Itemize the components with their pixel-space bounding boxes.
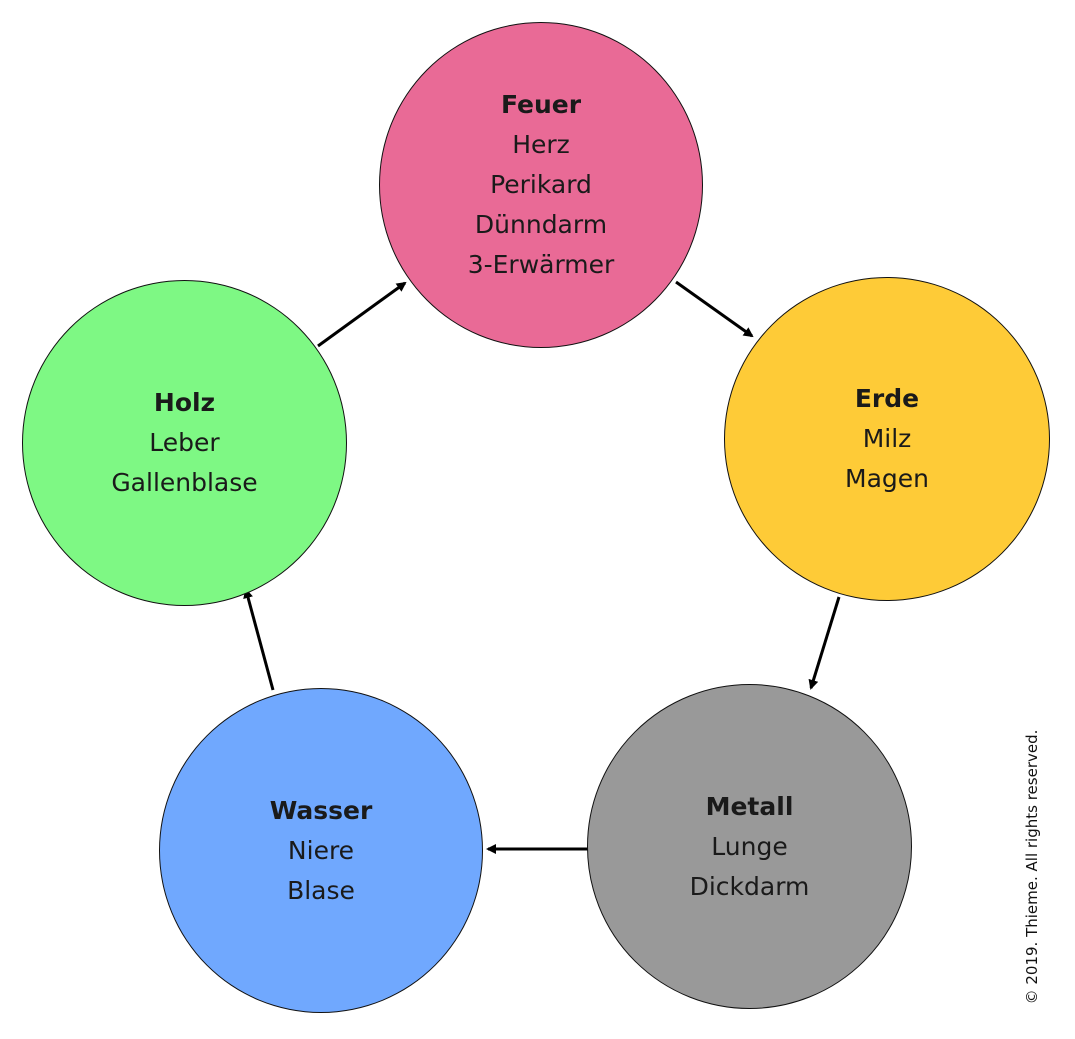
organ-label: Leber [149, 428, 220, 457]
element-circle-erde: Erde Milz Magen [724, 277, 1050, 601]
element-circle-metall: Metall Lunge Dickdarm [587, 684, 912, 1009]
organ-label: Dickdarm [689, 871, 810, 901]
arrow-wasser-to-holz [243, 588, 275, 691]
element-circle-holz: Holz Leber Gallenblase [22, 280, 347, 606]
element-circle-wasser: Wasser Niere Blase [159, 688, 483, 1013]
organ-label: Milz [862, 424, 912, 453]
organ-label: Niere [287, 835, 355, 865]
organ-label: Herz [512, 130, 570, 159]
element-title-erde: Erde [854, 384, 920, 413]
organ-label: Gallenblase [111, 468, 258, 497]
copyright-notice: © 2019. Thieme. All rights reserved. [1023, 729, 1041, 1005]
element-circle-feuer: Feuer Herz Perikard Dünndarm 3-Erwärmer [379, 22, 703, 348]
organ-label: Lunge [711, 831, 788, 861]
element-title-holz: Holz [153, 388, 216, 417]
arrow-holz-to-feuer [317, 281, 407, 348]
organ-label: Dünndarm [474, 210, 608, 239]
element-title-wasser: Wasser [269, 795, 373, 825]
organ-label: Blase [287, 875, 355, 905]
element-title-feuer: Feuer [500, 90, 582, 119]
organ-label: 3-Erwärmer [467, 250, 615, 279]
organ-label: Perikard [490, 170, 592, 199]
organ-label: Magen [845, 464, 929, 493]
arrow-erde-to-metall [808, 596, 841, 690]
arrow-feuer-to-erde [675, 280, 754, 338]
element-title-metall: Metall [705, 791, 794, 821]
